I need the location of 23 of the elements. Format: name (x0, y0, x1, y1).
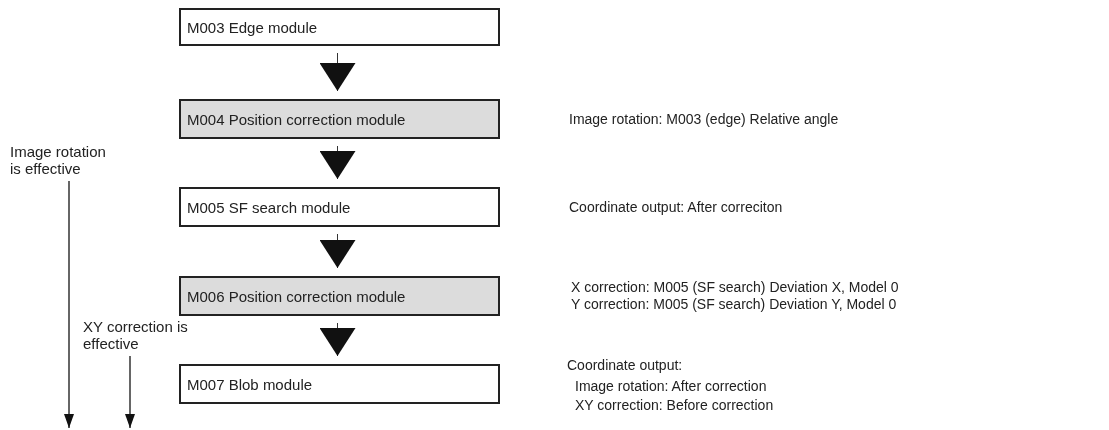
flow-arrow (319, 322, 356, 357)
annotation-text: Y correction: M005 (SF search) Deviation Y, Model 0 (571, 295, 897, 313)
arrow (125, 355, 135, 429)
effect-note: XY correction is effective (83, 318, 193, 352)
effect-note: Image rotation is effective (10, 143, 120, 177)
arrow (64, 180, 74, 429)
module-label: M007 Blob module (187, 375, 313, 393)
module-box (179, 8, 500, 46)
module-label: M004 Position correction module (187, 110, 406, 128)
annotation-text: X correction: M005 (SF search) Deviation X, Model 0 (571, 278, 899, 296)
module-label: M005 SF search module (187, 198, 351, 216)
annotation-text: XY correction: Before correction (575, 396, 774, 414)
module-box (179, 187, 500, 227)
module-box (179, 99, 500, 139)
flow-arrow (319, 233, 356, 269)
annotation-text: Coordinate output: After correciton (569, 198, 783, 216)
module-label: M003 Edge module (187, 18, 318, 36)
module-label: M006 Position correction module (187, 287, 406, 305)
annotation-text: Coordinate output: (567, 356, 683, 374)
flow-arrow (319, 52, 356, 92)
annotation-text: Image rotation: M003 (edge) Relative angle (569, 110, 839, 128)
flow-arrow (319, 145, 356, 180)
annotation-text: Image rotation: After correction (575, 377, 767, 395)
